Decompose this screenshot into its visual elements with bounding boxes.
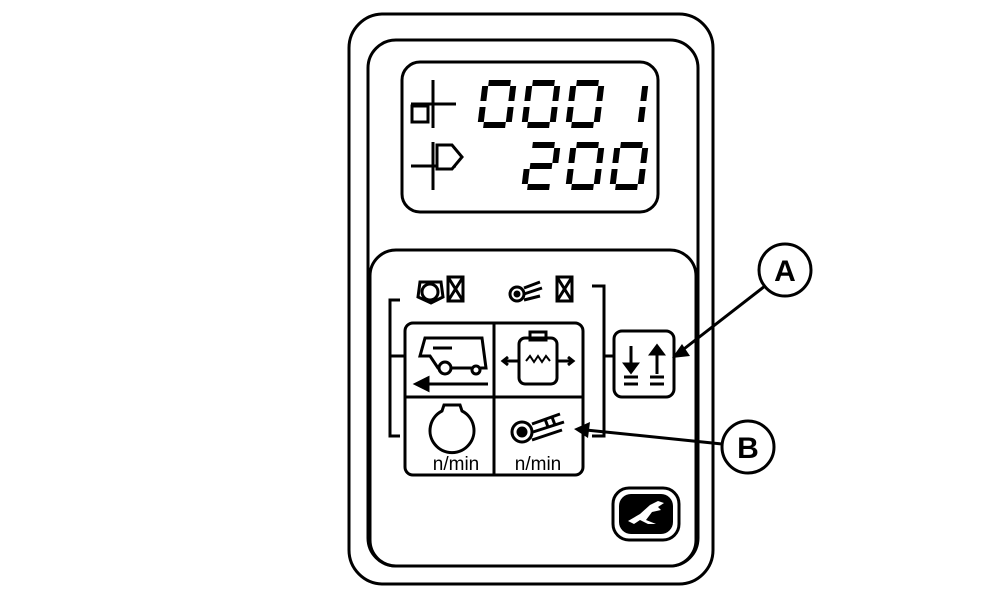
lcd-segment	[576, 80, 599, 86]
lcd-digit	[477, 80, 517, 128]
callout-a: A	[672, 242, 813, 358]
indicator-bracket	[388, 284, 614, 438]
rotor-speed-icon	[510, 412, 565, 444]
lcd-segment	[505, 107, 514, 122]
engine-speed-unit: n/min	[433, 454, 479, 475]
rotor-speed-unit: n/min	[515, 454, 561, 475]
chopper-adjust-button[interactable]	[495, 325, 581, 396]
lcd-segment	[609, 169, 618, 184]
lcd-segment	[596, 148, 605, 163]
lcd-segment	[529, 163, 553, 169]
lcd-segment	[593, 169, 602, 184]
lcd-segment	[615, 184, 638, 190]
lcd-segment	[552, 148, 561, 163]
bottom-value-digits	[521, 142, 649, 190]
header-raise-lower-button[interactable]	[612, 329, 676, 399]
lcd-segment	[532, 142, 555, 148]
engine-fault-icon	[416, 275, 465, 305]
callout-b-label: B	[737, 432, 759, 465]
lcd-segment	[571, 184, 594, 190]
lcd-segment	[640, 148, 649, 163]
brand-logo	[611, 486, 681, 542]
rotor-speed-button[interactable]: n/min	[495, 399, 581, 475]
lcd-digit	[521, 142, 561, 190]
lcd-segment	[640, 86, 649, 101]
harvester-reverse-button[interactable]	[407, 325, 493, 396]
lcd-segment	[488, 80, 511, 86]
lcd-segment	[593, 107, 602, 122]
lcd-digit	[609, 142, 649, 190]
bale-target-icon	[411, 142, 464, 190]
lcd-segment	[524, 86, 533, 101]
lcd-segment	[571, 122, 594, 128]
lcd-segment	[532, 80, 555, 86]
lcd-segment	[521, 169, 530, 184]
lcd-segment	[508, 86, 517, 101]
lcd-segment	[549, 107, 558, 122]
chopper-icon	[500, 330, 576, 386]
header-raise-lower-icon	[622, 343, 666, 386]
lcd-segment	[568, 86, 577, 101]
callout-b: B	[574, 419, 776, 475]
lcd-segment	[483, 122, 506, 128]
lcd-segment	[568, 148, 577, 163]
lcd-segment	[552, 86, 561, 101]
engine-icon	[428, 403, 476, 455]
lcd-digit	[637, 86, 649, 122]
lcd-digit	[565, 142, 605, 190]
lcd-segment	[521, 107, 530, 122]
lcd-digit	[521, 80, 561, 128]
engine-speed-button[interactable]: n/min	[407, 399, 493, 475]
harvester-icon	[412, 336, 488, 393]
lcd-segment	[480, 86, 489, 101]
callout-a-label: A	[774, 255, 796, 288]
lcd-segment	[527, 184, 550, 190]
lcd-segment	[620, 142, 643, 148]
field-counter-icon	[410, 80, 456, 128]
lcd-segment	[477, 107, 486, 122]
lcd-digit	[565, 80, 605, 128]
lcd-display	[400, 60, 660, 214]
rotor-fault-icon	[508, 275, 574, 303]
top-value-digits	[477, 80, 649, 128]
lcd-segment	[576, 142, 599, 148]
lcd-segment	[612, 148, 621, 163]
lcd-segment	[596, 86, 605, 101]
lcd-segment	[637, 107, 646, 122]
lcd-segment	[527, 122, 550, 128]
lcd-segment	[637, 169, 646, 184]
lcd-segment	[565, 169, 574, 184]
lcd-segment	[565, 107, 574, 122]
